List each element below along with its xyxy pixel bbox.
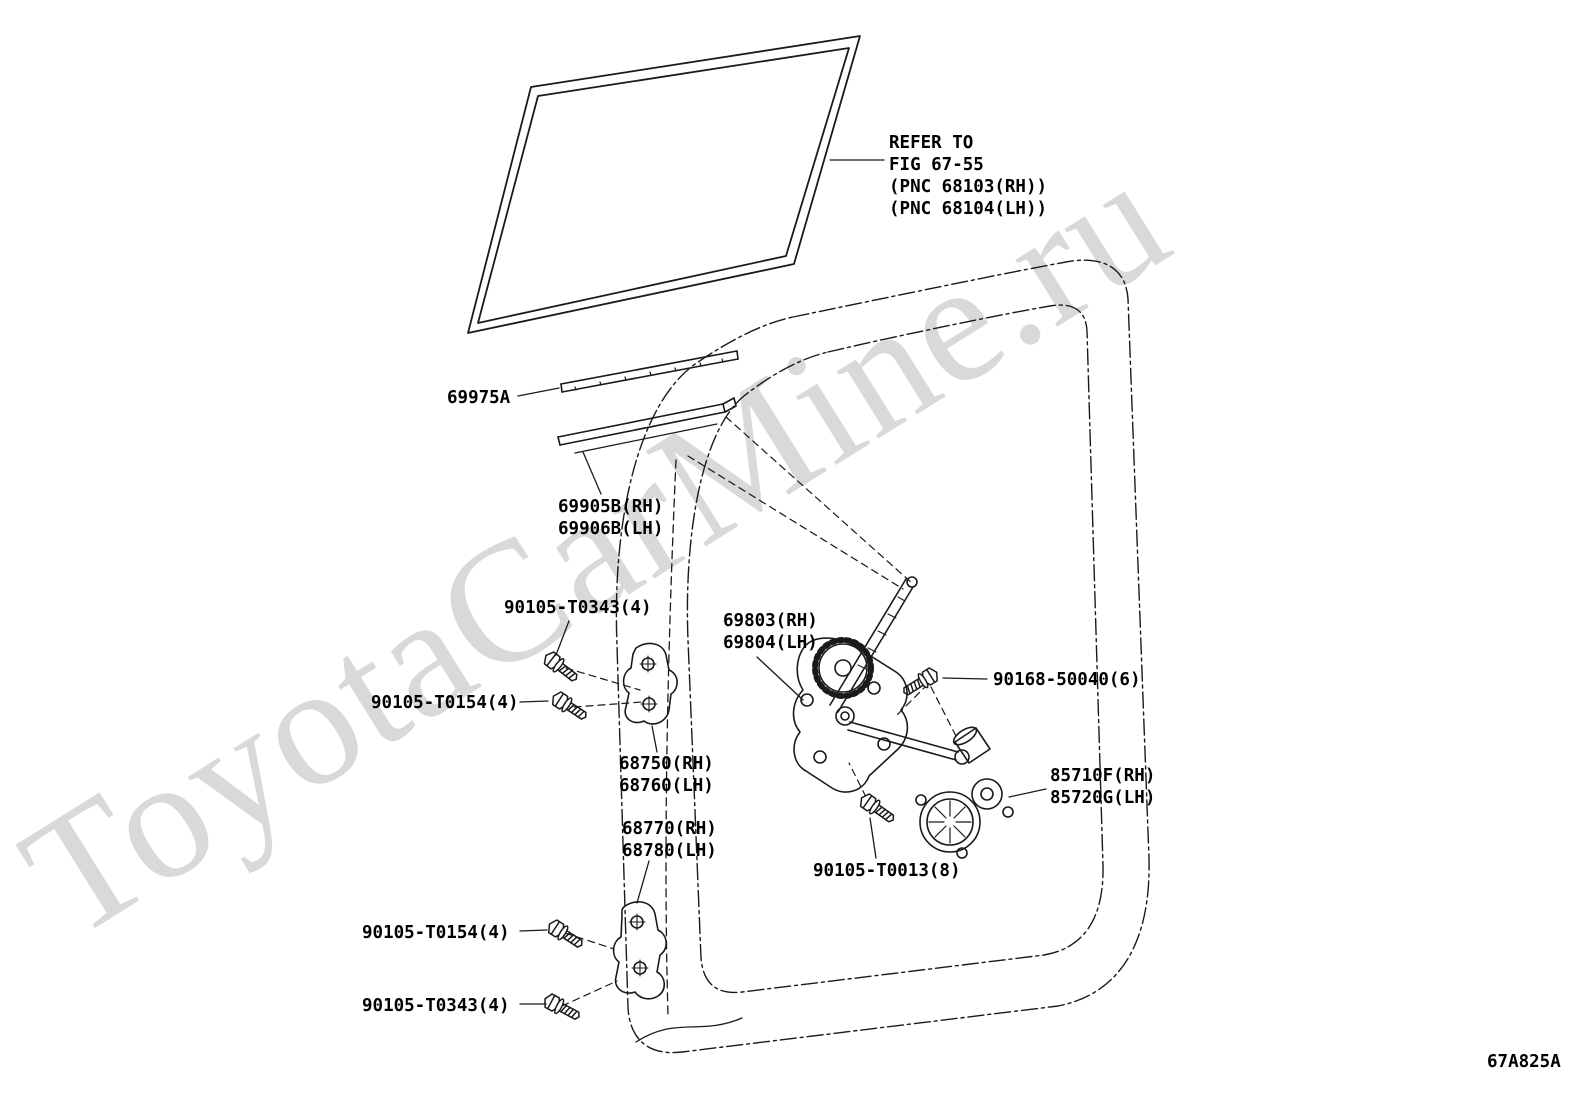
- refer-note-line-1: REFER TO: [889, 133, 974, 153]
- hinge-upper-lh: 68760(LH): [619, 776, 714, 796]
- label-screw-90168-50040: 90168-50040(6): [993, 670, 1141, 690]
- sector-gear-teeth: [812, 637, 874, 699]
- label-weatherstrip-69975A: 69975A: [447, 388, 511, 408]
- regulator-rh: 69803(RH): [723, 611, 818, 631]
- bolt-90105-T0013-icon: [856, 790, 899, 828]
- refer-note-line-3: (PNC 68103(RH)): [889, 177, 1048, 197]
- leader-lines: [517, 159, 1047, 1005]
- motor-lh: 85720G(LH): [1050, 788, 1156, 808]
- glass-run-channel: [557, 397, 737, 454]
- hinge-lower-rh: 68770(RH): [622, 819, 717, 839]
- refer-note-line-2: FIG 67-55: [889, 155, 984, 175]
- label-bolt-90105-T0343-lower: 90105-T0343(4): [362, 996, 510, 1016]
- regulator-lh: 69804(LH): [723, 633, 818, 653]
- lower-hinge: [612, 901, 667, 1000]
- label-regulator: 69803(RH) 69804(LH): [723, 610, 818, 654]
- label-bolt-90105-T0154-lower: 90105-T0154(4): [362, 923, 510, 943]
- label-bolt-90105-T0343-upper: 90105-T0343(4): [504, 598, 652, 618]
- label-motor: 85710F(RH) 85720G(LH): [1050, 765, 1155, 809]
- motor-rh: 85710F(RH): [1050, 766, 1156, 786]
- assembly-dashed-lines: [561, 416, 957, 1007]
- diagram-code: 67A825A: [1487, 1052, 1561, 1072]
- bolt-90105-T0343-lower-icon: [540, 990, 584, 1025]
- door-glass: [467, 35, 861, 334]
- label-glass-run: 69905B(RH) 69906B(LH): [558, 496, 663, 540]
- label-refer-note: REFER TO FIG 67-55 (PNC 68103(RH)) (PNC …: [889, 132, 1047, 220]
- label-hinge-upper: 68750(RH) 68760(LH): [619, 753, 714, 797]
- bolt-90105-T0154-lower-icon: [544, 916, 587, 953]
- hinge-upper-rh: 68750(RH): [619, 754, 714, 774]
- bolt-90105-T0154-upper-icon: [548, 688, 591, 725]
- bolt-90105-T0343-upper-icon: [540, 648, 582, 687]
- upper-hinge: [622, 642, 678, 725]
- glass-run-rh: 69905B(RH): [558, 497, 664, 517]
- regulator-plate: [792, 637, 909, 793]
- door-panel-outline: [615, 259, 1150, 1054]
- hinge-lower-lh: 68780(LH): [622, 841, 717, 861]
- label-bolt-90105-T0013: 90105-T0013(8): [813, 861, 961, 881]
- weatherstrip-outer: [560, 350, 739, 393]
- motor-fan-spokes: [928, 800, 972, 844]
- window-regulator: [792, 576, 970, 793]
- refer-note-line-4: (PNC 68104(LH)): [889, 199, 1048, 219]
- glass-run-lh: 69906B(LH): [558, 519, 664, 539]
- label-bolt-90105-T0154-upper: 90105-T0154(4): [371, 693, 519, 713]
- label-hinge-lower: 68770(RH) 68780(LH): [622, 818, 717, 862]
- door-interior-lines: [635, 459, 743, 1043]
- power-window-motor: [915, 726, 1014, 859]
- screw-90168-50040-icon: [898, 664, 942, 701]
